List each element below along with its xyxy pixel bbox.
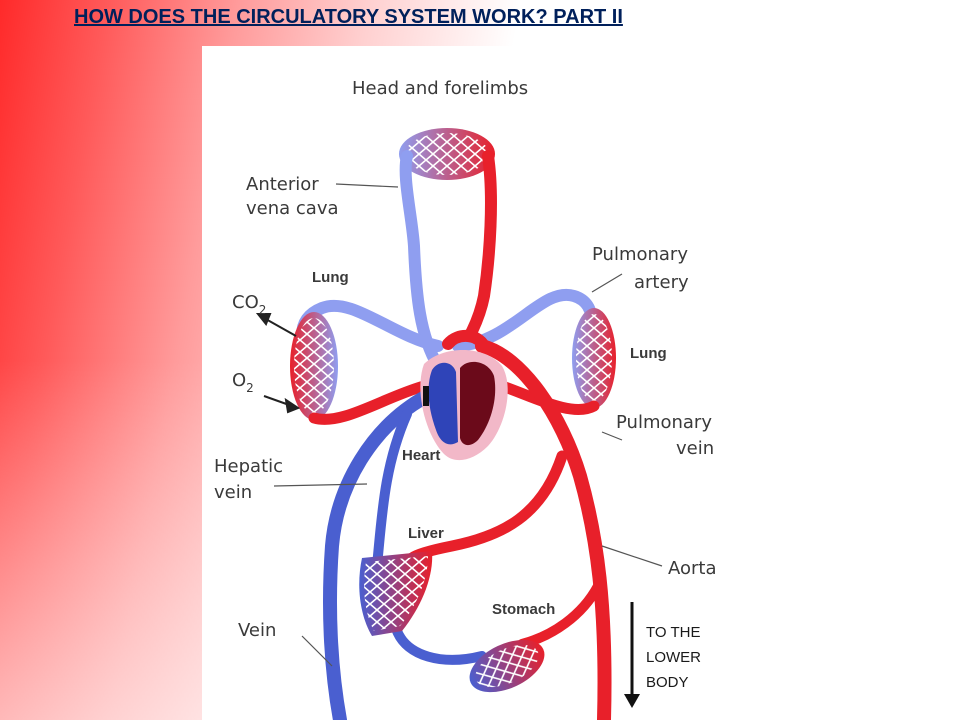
aorta-vessel xyxy=(475,339,612,720)
leader-lines xyxy=(273,183,663,667)
lung-right-capillary-bed xyxy=(572,308,616,408)
circulatory-diagram: Head and forelimbs Anterior vena cava Pu… xyxy=(214,78,717,720)
artery-to-liver-vessel xyxy=(406,450,568,564)
slide-title: HOW DOES THE CIRCULATORY SYSTEM WORK? PA… xyxy=(74,6,623,28)
label-anterior-vena-cava-1: Anterior xyxy=(246,174,319,195)
label-liver: Liver xyxy=(408,525,444,542)
gas-exchange-arrows xyxy=(255,313,301,414)
label-o2: O2 xyxy=(232,370,254,395)
label-pulmonary-artery-2: artery xyxy=(634,272,689,293)
label-pulmonary-vein-2: vein xyxy=(676,438,714,459)
label-vein: Vein xyxy=(238,620,276,641)
label-co2: CO2 xyxy=(232,292,266,317)
head-capillary-bed xyxy=(399,128,495,180)
hepatic-vein-vessel xyxy=(372,409,412,571)
label-co2-sub: 2 xyxy=(259,303,267,317)
label-lung-left: Lung xyxy=(312,269,349,286)
label-pulmonary-vein-1: Pulmonary xyxy=(616,412,712,433)
lower-body-note: TO THE LOWER BODY xyxy=(646,624,702,691)
portal-vein-vessel xyxy=(392,626,487,665)
label-co2-text: CO xyxy=(232,292,259,313)
label-anterior-vena-cava-2: vena cava xyxy=(246,198,339,219)
label-stomach: Stomach xyxy=(492,601,555,618)
label-o2-sub: 2 xyxy=(246,381,254,395)
label-lung-right: Lung xyxy=(630,345,667,362)
heart xyxy=(420,330,508,461)
stomach-capillary-bed xyxy=(469,639,545,693)
label-o2-text: O xyxy=(232,370,246,391)
vein-vessel xyxy=(323,389,434,720)
label-aorta: Aorta xyxy=(668,558,717,579)
liver-capillary-bed xyxy=(359,551,433,636)
label-head-forelimbs: Head and forelimbs xyxy=(352,78,528,99)
label-pulmonary-artery-1: Pulmonary xyxy=(592,244,688,265)
label-hepatic-vein-2: vein xyxy=(214,482,252,503)
label-hepatic-vein-1: Hepatic xyxy=(214,456,283,477)
label-heart: Heart xyxy=(402,447,440,464)
lung-left-capillary-bed xyxy=(290,312,338,420)
pulmonary-vein-left-vessel xyxy=(308,380,430,425)
down-arrow-icon xyxy=(624,602,640,708)
